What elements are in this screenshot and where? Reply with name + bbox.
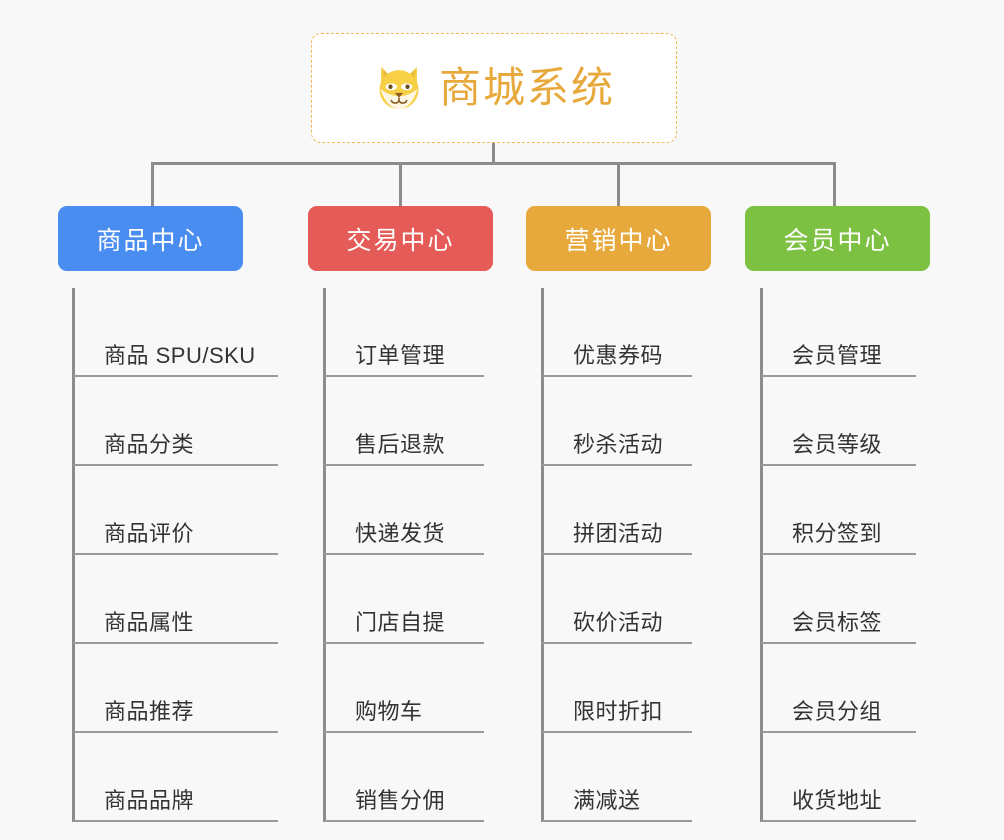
leaf-item-underline [542, 731, 692, 733]
leaf-spine-3 [541, 288, 544, 822]
leaf-item[interactable]: 会员分组 [760, 644, 921, 733]
leaf-item-underline [761, 553, 916, 555]
leaf-item-label: 销售分佣 [355, 787, 446, 813]
leaf-item[interactable]: 优惠券码 [541, 288, 697, 377]
leaf-item-underline [324, 820, 484, 822]
leaf-item-underline [542, 375, 692, 377]
leaf-item[interactable]: 满减送 [541, 733, 697, 822]
leaf-item-label: 积分签到 [792, 520, 883, 546]
leaf-item-underline [542, 553, 692, 555]
leaf-item-label: 满减送 [573, 787, 641, 813]
leaf-item[interactable]: 会员等级 [760, 377, 921, 466]
leaf-item-label: 限时折扣 [573, 698, 664, 724]
leaf-item-label: 收货地址 [792, 787, 883, 813]
leaf-item-underline [73, 642, 278, 644]
leaf-item-label: 商品分类 [104, 431, 195, 457]
leaf-item-underline [761, 642, 916, 644]
leaf-item-label: 购物车 [355, 698, 423, 724]
leaf-item-underline [761, 731, 916, 733]
leaf-item-label: 拼团活动 [573, 520, 664, 546]
leaf-item[interactable]: 商品 SPU/SKU [72, 288, 283, 377]
leaf-item[interactable]: 快递发货 [323, 466, 489, 555]
leaf-item-label: 秒杀活动 [573, 431, 664, 457]
leaf-spine-2 [323, 288, 326, 822]
leaf-item-label: 商品品牌 [104, 787, 195, 813]
leaf-item[interactable]: 砍价活动 [541, 555, 697, 644]
leaf-item-underline [73, 375, 278, 377]
leaf-item[interactable]: 限时折扣 [541, 644, 697, 733]
leaf-item[interactable]: 销售分佣 [323, 733, 489, 822]
leaf-item-label: 商品推荐 [104, 698, 195, 724]
leaf-spine-1 [72, 288, 75, 822]
leaf-item-underline [73, 464, 278, 466]
leaf-item-label: 商品评价 [104, 520, 195, 546]
leaf-item[interactable]: 拼团活动 [541, 466, 697, 555]
category-label-4: 会员中心 [783, 226, 892, 255]
leaf-item-label: 商品 SPU/SKU [104, 342, 256, 368]
leaf-item[interactable]: 积分签到 [760, 466, 921, 555]
leaf-item-underline [324, 375, 484, 377]
category-label-3: 营销中心 [564, 226, 673, 255]
leaf-item-underline [73, 553, 278, 555]
leaf-item[interactable]: 商品分类 [72, 377, 283, 466]
connector-root-trunk [492, 143, 495, 164]
category-box-3[interactable]: 营销中心 [526, 206, 711, 271]
category-box-2[interactable]: 交易中心 [308, 206, 493, 271]
category-box-4[interactable]: 会员中心 [745, 206, 930, 271]
leaf-item-label: 订单管理 [355, 342, 446, 368]
connector-drop-3 [617, 162, 620, 208]
leaf-item-label: 售后退款 [355, 431, 446, 457]
leaf-item-label: 会员标签 [792, 609, 883, 635]
connector-horizontal-bar [151, 162, 834, 165]
root-title: 商城系统 [438, 64, 615, 111]
leaf-item[interactable]: 售后退款 [323, 377, 489, 466]
root-node[interactable]: 商城系统 [311, 33, 677, 143]
leaf-item[interactable]: 商品品牌 [72, 733, 283, 822]
category-box-1[interactable]: 商品中心 [58, 206, 243, 271]
leaf-item-label: 商品属性 [104, 609, 195, 635]
leaf-item-underline [73, 731, 278, 733]
leaf-item-label: 快递发货 [355, 520, 446, 546]
leaf-item-underline [324, 553, 484, 555]
leaf-item[interactable]: 购物车 [323, 644, 489, 733]
leaf-item-underline [761, 820, 916, 822]
leaf-item-underline [324, 731, 484, 733]
connector-drop-4 [833, 162, 836, 208]
leaf-item-label: 优惠券码 [573, 342, 664, 368]
leaf-item[interactable]: 会员标签 [760, 555, 921, 644]
leaf-item-label: 会员管理 [792, 342, 883, 368]
leaf-item-underline [542, 820, 692, 822]
connector-drop-2 [399, 162, 402, 208]
leaf-item[interactable]: 商品属性 [72, 555, 283, 644]
leaf-item-label: 会员等级 [792, 431, 883, 457]
leaf-item[interactable]: 商品推荐 [72, 644, 283, 733]
leaf-item[interactable]: 门店自提 [323, 555, 489, 644]
leaf-item-underline [73, 820, 278, 822]
leaf-item-underline [542, 642, 692, 644]
leaf-item-label: 会员分组 [792, 698, 883, 724]
leaf-item[interactable]: 商品评价 [72, 466, 283, 555]
category-label-2: 交易中心 [346, 226, 455, 255]
leaf-item[interactable]: 收货地址 [760, 733, 921, 822]
leaf-item-label: 门店自提 [355, 609, 446, 635]
leaf-item-underline [761, 464, 916, 466]
leaf-item-underline [761, 375, 916, 377]
category-label-1: 商品中心 [96, 226, 205, 255]
shiba-dog-face-icon [373, 62, 425, 114]
leaf-item[interactable]: 会员管理 [760, 288, 921, 377]
leaf-item-underline [324, 464, 484, 466]
leaf-item[interactable]: 订单管理 [323, 288, 489, 377]
leaf-item-underline [324, 642, 484, 644]
connector-drop-1 [151, 162, 154, 208]
leaf-item-underline [542, 464, 692, 466]
leaf-item[interactable]: 秒杀活动 [541, 377, 697, 466]
leaf-item-label: 砍价活动 [573, 609, 664, 635]
leaf-spine-4 [760, 288, 763, 822]
